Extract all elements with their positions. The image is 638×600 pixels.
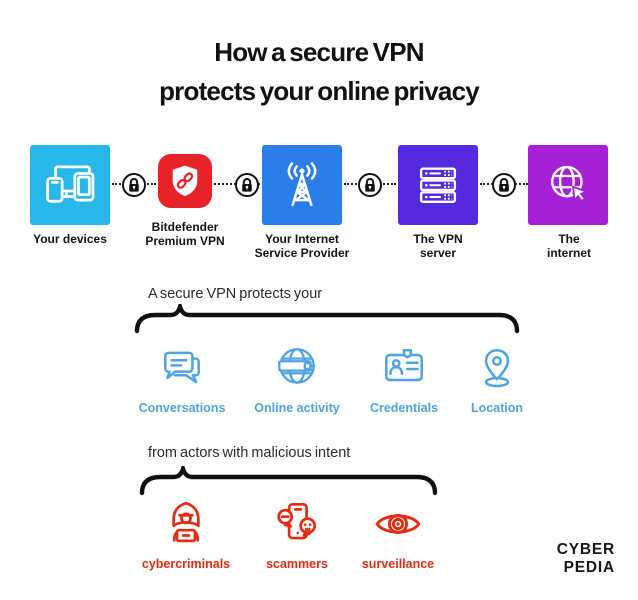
threat-item-label: scammers	[266, 557, 328, 571]
protect-item-conversations: Conversations	[124, 343, 240, 415]
padlock-icon	[358, 173, 382, 197]
protect-section-heading: A secure VPN protects your	[148, 286, 323, 302]
brace-graphic	[139, 466, 438, 496]
page-title: How a secure VPN protects your online pr…	[0, 33, 638, 111]
padlock-icon	[122, 173, 146, 197]
flow-label-vpn-server: The VPN server	[378, 232, 498, 260]
label-line: The VPN	[413, 232, 463, 246]
devices-icon	[46, 165, 95, 203]
protect-item-credentials: Credentials	[346, 343, 462, 415]
threat-item-scammers: scammers	[239, 497, 355, 571]
threats-section-heading: from actors with malicious intent	[148, 445, 351, 461]
title-line-2: protects your online privacy	[159, 76, 480, 106]
node-the-internet	[528, 145, 608, 225]
node-vpn-server	[398, 145, 478, 225]
label-line: server	[419, 245, 457, 260]
protect-item-location: Location	[439, 343, 555, 415]
padlock-icon	[492, 173, 516, 197]
phone-scam-icon	[277, 502, 317, 540]
speech-bubbles-icon	[164, 351, 200, 384]
protect-item-label: Location	[470, 401, 524, 415]
hooded-hacker-icon	[172, 501, 200, 543]
label-line: internet	[546, 245, 591, 260]
protect-item-label: Credentials	[369, 401, 439, 415]
protect-item-label: Conversations	[138, 401, 226, 415]
label-line: Premium VPN	[145, 233, 225, 248]
threat-item-surveillance: surveillance	[340, 497, 456, 571]
logo-line-1: CYBER	[556, 541, 615, 558]
title-line-1: How a secure VPN	[214, 37, 424, 67]
label-line: Your devices	[33, 232, 107, 246]
threat-item-label: surveillance	[361, 557, 435, 571]
node-bitdefender-premium-vpn	[158, 154, 212, 208]
globe-cursor-icon	[551, 165, 590, 203]
label-line: Bitdefender	[151, 220, 219, 234]
map-pin-icon	[484, 349, 510, 388]
protect-item-online-activity: Online activity	[239, 343, 355, 415]
flow-label-bitdefender: Bitdefender Premium VPN	[125, 220, 245, 248]
threat-item-cybercriminals: cybercriminals	[128, 497, 244, 571]
threat-item-label: cybercriminals	[141, 557, 231, 571]
brace-graphic	[134, 304, 520, 334]
globe-search-icon	[278, 348, 315, 384]
cyberpedia-logo: CYBER PEDIA	[557, 541, 615, 576]
shield-link-icon	[172, 165, 198, 197]
eye-icon	[375, 513, 421, 535]
flow-label-internet: The internet	[509, 232, 629, 260]
id-card-icon	[385, 349, 423, 382]
server-stack-icon	[419, 167, 457, 203]
label-line: Your Internet	[265, 232, 339, 246]
protect-item-label: Online activity	[254, 401, 340, 415]
node-your-devices	[30, 145, 110, 225]
flow-label-your-devices: Your devices	[10, 232, 130, 247]
label-line: The	[558, 232, 580, 246]
padlock-icon	[235, 173, 259, 197]
label-line: Service Provider	[254, 245, 350, 260]
node-internet-service-provider	[262, 145, 342, 225]
flow-label-isp: Your Internet Service Provider	[242, 232, 362, 260]
radio-tower-icon	[287, 162, 317, 207]
logo-line-2: PEDIA	[563, 558, 615, 576]
